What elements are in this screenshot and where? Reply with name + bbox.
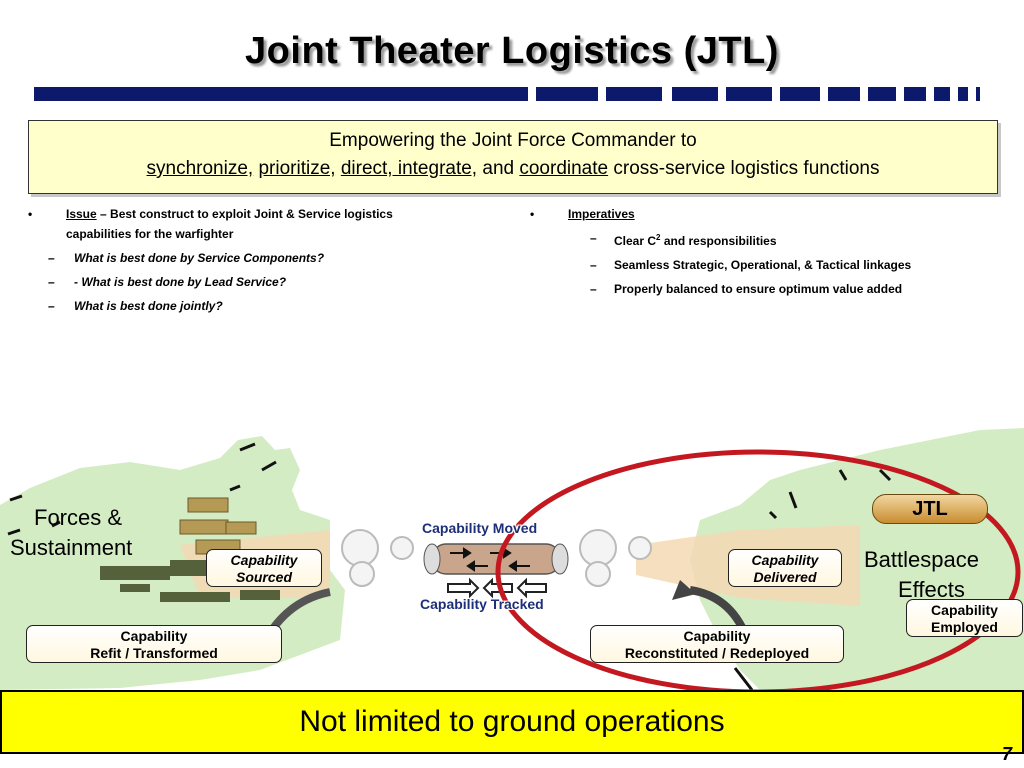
dash-glyph: – (48, 251, 55, 265)
mission-line2: synchronize, prioritize, direct, integra… (29, 155, 997, 183)
mission-word-coordinate: coordinate (519, 158, 609, 179)
dash-glyph: – (48, 299, 55, 313)
capability-tracked-label: Capability Tracked (420, 596, 544, 612)
imperatives-label: Imperatives (568, 207, 635, 221)
tag-line1: Capability (120, 628, 188, 644)
issue-sub-text: - What is best done by Lead Service? (74, 275, 287, 289)
capability-sourced-box: Capability Sourced (206, 549, 322, 587)
issue-label: Issue (66, 207, 97, 221)
jtl-badge: JTL (872, 494, 988, 524)
bottom-banner: Not limited to ground operations (0, 690, 1024, 754)
tube-end-right (551, 543, 569, 575)
imperative-c2-sup: 2 (656, 233, 661, 242)
mission-statement-box: Empowering the Joint Force Commander to … (28, 120, 998, 194)
tag-line2: Refit / Transformed (90, 645, 218, 661)
dash-glyph: – (590, 282, 597, 296)
forces-label-line1: Forces & (34, 505, 123, 530)
capability-refit-box: Capability Refit / Transformed (26, 625, 282, 663)
tag-line2: Delivered (753, 569, 817, 585)
issue-sub-item: – What is best done jointly? (28, 296, 428, 316)
imperative-text: Properly balanced to ensure optimum valu… (614, 282, 903, 296)
mission-word-direct-integrate: direct, integrate, (340, 158, 478, 179)
capability-employed-box: Capability Employed (906, 599, 1023, 637)
issue-bullet-item: • Issue – Best construct to exploit Join… (28, 204, 428, 244)
imperative-text: Seamless Strategic, Operational, & Tacti… (614, 258, 912, 272)
dash-glyph: – (590, 258, 597, 272)
troops-and-vehicles (100, 560, 280, 602)
bullet-glyph: • (530, 207, 535, 221)
imperative-c2-pre: Clear C (614, 234, 657, 248)
right-swoosh-head (672, 580, 696, 600)
tag-line1: Capability (931, 602, 998, 618)
mission-line1: Empowering the Joint Force Commander to (329, 130, 697, 151)
imperative-item: – Seamless Strategic, Operational, & Tac… (530, 255, 990, 275)
coastline-marks (7, 442, 892, 690)
tag-line2: Employed (931, 619, 998, 635)
battlespace-circle (495, 449, 1021, 690)
mission-tail: cross-service logistics functions (613, 158, 880, 179)
forces-label-line2: Sustainment (10, 535, 133, 560)
tube-end-left (423, 543, 441, 575)
imperative-c2-post: and responsibilities (660, 234, 777, 248)
issue-sub-text: What is best done jointly? (74, 299, 223, 313)
capability-reconstituted-box: Capability Reconstituted / Redeployed (590, 625, 844, 663)
tag-line1: Capability (230, 552, 298, 568)
issue-sub-text: What is best done by Service Components? (74, 251, 325, 265)
battlespace-label-line2: Effects (898, 577, 965, 602)
issue-section: • Issue – Best construct to exploit Join… (28, 204, 428, 316)
tag-line2: Reconstituted / Redeployed (624, 645, 810, 661)
issue-sub-item: – - What is best done by Lead Service? (28, 272, 428, 292)
imperatives-bullet-item: • Imperatives (530, 204, 990, 224)
page-title: Joint Theater Logistics (JTL) (245, 30, 779, 72)
gear-icons-right (579, 529, 652, 587)
tube-flow-arrows (450, 547, 530, 572)
bullet-glyph: • (28, 207, 33, 221)
page-number: 7 (1001, 744, 1012, 764)
imperative-item: – Clear C2 and responsibilities (530, 228, 990, 251)
tag-line1: Capability (751, 552, 819, 568)
tag-line1: Capability (683, 628, 751, 644)
tag-line2: Sourced (235, 569, 292, 585)
issue-sub-item: – What is best done by Service Component… (28, 248, 428, 268)
dash-glyph: – (590, 231, 597, 245)
mission-word-and: and (482, 158, 515, 179)
capability-moved-label: Capability Moved (422, 520, 538, 536)
gear-icons-left (341, 529, 414, 587)
imperative-item: – Properly balanced to ensure optimum va… (530, 279, 990, 299)
mission-word-synchronize: synchronize, (146, 158, 254, 179)
battlespace-label-line1: Battlespace (864, 547, 979, 572)
capability-delivered-box: Capability Delivered (728, 549, 842, 587)
dash-glyph: – (48, 275, 55, 289)
title-underline-bar (34, 87, 980, 101)
mission-word-prioritize: prioritize, (258, 158, 336, 179)
issue-text: – Best construct to exploit Joint & Serv… (66, 207, 393, 241)
imperatives-section: • Imperatives – Clear C2 and responsibil… (530, 204, 990, 299)
